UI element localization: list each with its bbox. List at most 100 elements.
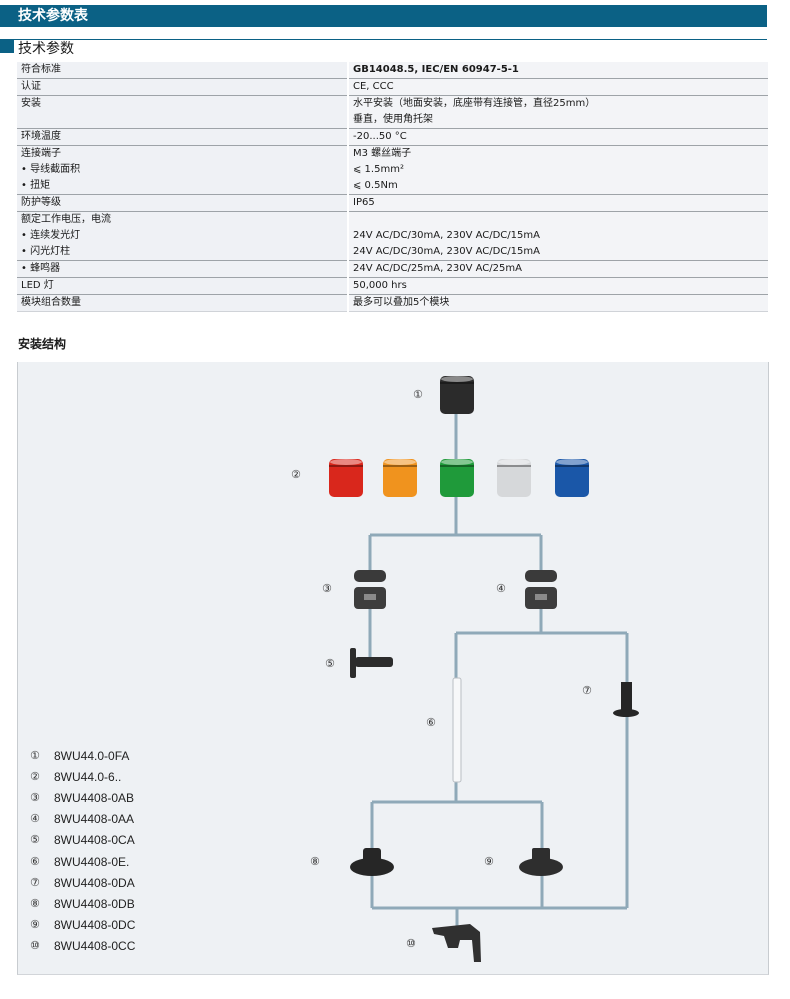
clear-light-module-ring [497,465,531,467]
diagram-callout: ⑤ [325,657,335,670]
spec-key-text: • 扭矩 [21,180,51,191]
connection-element-ab-label [364,594,376,600]
spec-value-text: 24V AC/DC/30mA, 230V AC/DC/15mA [353,230,540,241]
legend-number: ⑩ [30,938,40,952]
section-title: 技术参数 [18,41,74,57]
support-tube [452,677,462,783]
spec-key-text: 连接端子 [21,148,61,159]
legend-item: ⑨ 8WU4408-0DC [30,918,190,934]
spec-key-text: 安装 [21,98,41,109]
spec-value-text: CE, CCC [353,81,394,92]
spec-value: 24V AC/DC/25mA, 230V AC/25mA [347,260,768,278]
spec-key: 安装 [17,95,348,129]
legend-number: ⑧ [30,896,40,910]
install-title: 安装结构 [18,337,67,351]
page-header-bar: 技术参数表 [0,5,767,27]
diagram-callout: ② [291,468,301,481]
spec-row: 环境温度 -20...50 °C [17,128,768,146]
green-light-module-ring [440,465,474,467]
legend-number: ⑦ [30,875,40,889]
spec-value: M3 螺丝端子⩽ 1.5mm²⩽ 0.5Nm [347,145,768,195]
spec-key-text: 符合标准 [21,64,61,75]
spec-key: 防护等级 [17,194,348,212]
spec-key-text: 额定工作电压，电流 [21,214,111,225]
spec-value: IP65 [347,194,768,212]
spec-key-text: • 蜂鸣器 [21,263,61,274]
spec-value-text: ⩽ 1.5mm² [353,164,404,175]
legend-part-code: 8WU4408-0DA [54,875,135,890]
spec-row: 符合标准 GB14048.5, IEC/EN 60947-5-1 [17,62,768,79]
base-plate-db [350,858,394,876]
legend-item: ⑧ 8WU4408-0DB [30,897,190,913]
spec-row: 模块组合数量 最多可以叠加5个模块 [17,294,768,312]
diagram-callout: ⑩ [406,937,416,950]
tube-base-foot [613,709,639,717]
connection-element-aa-label [535,594,547,600]
spec-value: GB14048.5, IEC/EN 60947-5-1 [347,62,768,79]
spec-key: 模块组合数量 [17,294,348,312]
spec-value-text: 24V AC/DC/30mA, 230V AC/DC/15mA [353,246,540,257]
spec-key: 连接端子• 导线截面积• 扭矩 [17,145,348,195]
red-light-module-top [330,459,362,465]
red-light-module-ring [329,465,363,467]
diagram-callout: ① [413,388,423,401]
spec-key-text: • 连续发光灯 [21,230,81,241]
spec-key-text: LED 灯 [21,280,54,291]
spec-key-text: 防护等级 [21,197,61,208]
connection-element-ab-cap [354,570,386,582]
green-light-module-top [441,459,473,465]
diagram-callout: ⑨ [484,855,494,868]
spec-key-text: 环境温度 [21,131,61,142]
spec-value: 最多可以叠加5个模块 [347,294,768,312]
spec-key: LED 灯 [17,277,348,295]
spec-value-text: IP65 [353,197,375,208]
spec-table: 符合标准 GB14048.5, IEC/EN 60947-5-1 认证 CE, CCC… [17,62,768,312]
base-plate-dc [519,858,563,876]
wall-mount-tube [355,657,393,667]
diagram-callout: ④ [496,582,506,595]
black-light-module-ring [440,382,474,384]
spec-key: 认证 [17,78,348,96]
blue-light-module-top [556,459,588,465]
black-light-module [440,376,474,414]
spec-value: -20...50 °C [347,128,768,146]
orange-light-module-top [384,459,416,465]
legend-part-code: 8WU4408-0DC [54,917,136,932]
diagram-callout: ③ [322,582,332,595]
spec-key-text: 模块组合数量 [21,297,81,308]
spec-key: 额定工作电压，电流• 连续发光灯• 闪光灯柱 [17,211,348,261]
legend-number: ⑨ [30,917,40,931]
legend-item: ③ 8WU4408-0AB [30,791,190,807]
clear-light-module [497,459,531,497]
spec-row: 额定工作电压，电流• 连续发光灯• 闪光灯柱 24V AC/DC/30mA, 2… [17,211,768,261]
spec-value-text: M3 螺丝端子 [353,148,412,159]
spec-key-text: 认证 [21,81,41,92]
base-plate-dc-socket [532,848,550,866]
spec-row: • 蜂鸣器 24V AC/DC/25mA, 230V AC/25mA [17,260,768,278]
green-light-module [440,459,474,497]
legend-part-code: 8WU4408-0E. [54,854,130,869]
spec-value-text: 24V AC/DC/25mA, 230V AC/25mA [353,263,522,274]
legend-part-code: 8WU4408-0CC [54,938,136,953]
page-title: 技术参数表 [18,8,88,24]
legend-number: ③ [30,791,40,805]
spec-row: 安装 水平安装（地面安装，底座带有连接管，直径25mm）垂直，使用角托架 [17,95,768,129]
spec-value-text: -20...50 °C [353,131,407,142]
blue-light-module-ring [555,465,589,467]
section-marker [0,39,14,53]
legend-part-code: 8WU4408-0DB [54,896,135,911]
base-plate-db-socket [363,848,381,865]
legend-number: ② [30,770,40,784]
spec-value: 水平安装（地面安装，底座带有连接管，直径25mm）垂直，使用角托架 [347,95,768,129]
angle-bracket [432,924,481,962]
legend-part-code: 8WU4408-0AB [54,791,135,806]
legend-item: ⑦ 8WU4408-0DA [30,876,190,892]
spec-row: 防护等级 IP65 [17,194,768,212]
spec-key: 环境温度 [17,128,348,146]
